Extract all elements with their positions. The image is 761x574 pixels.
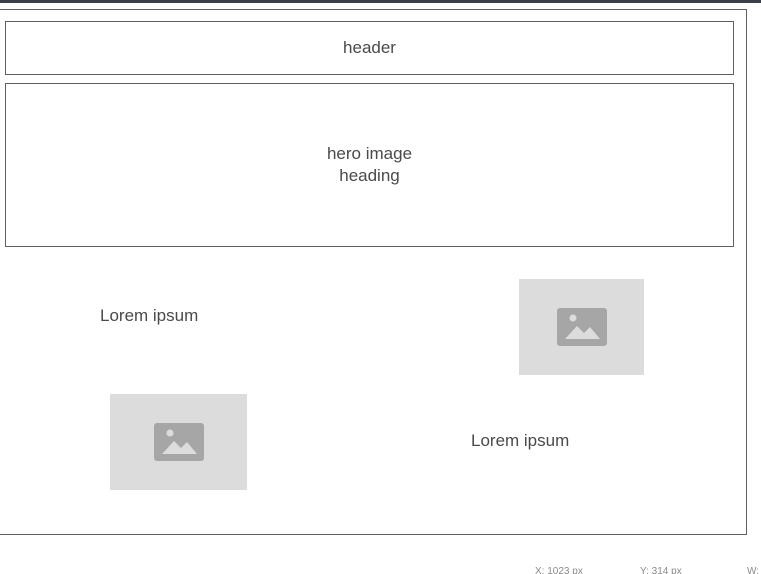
hero-line-2: heading	[339, 166, 400, 185]
image-icon	[556, 308, 607, 346]
width-readout: W:	[747, 566, 760, 574]
x-coordinate-readout: X: 1023 px	[535, 566, 583, 574]
hero-block[interactable]: hero image heading	[5, 83, 734, 247]
hero-line-1: hero image	[326, 144, 413, 163]
section-2-image-placeholder[interactable]	[110, 394, 247, 490]
image-icon	[153, 423, 204, 461]
header-block[interactable]: header	[5, 21, 734, 75]
section-2-text[interactable]: Lorem ipsum	[471, 431, 570, 450]
y-coordinate-readout: Y: 314 px	[640, 566, 682, 574]
section-1-image-placeholder[interactable]	[519, 279, 644, 375]
header-label: header	[343, 38, 396, 57]
top-bar	[0, 0, 761, 3]
section-1-text[interactable]: Lorem ipsum	[100, 306, 199, 325]
